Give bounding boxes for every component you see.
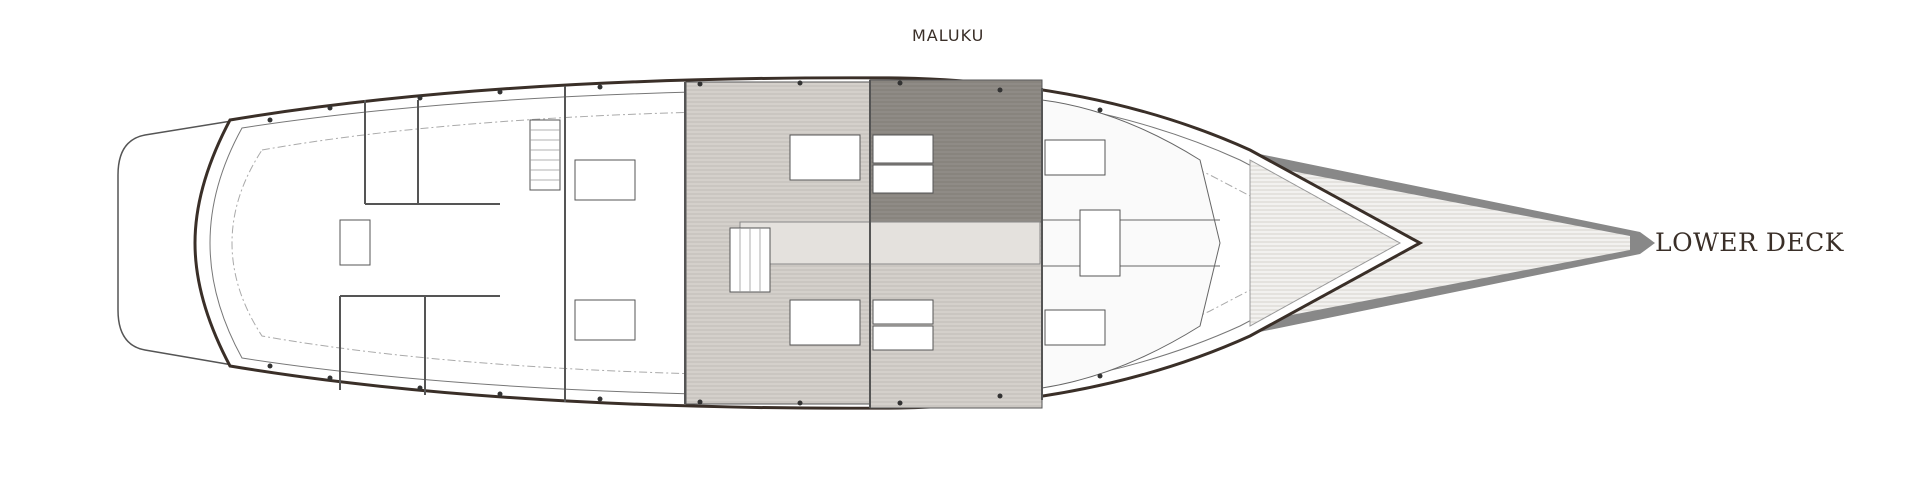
stern-platform [117, 117, 251, 369]
deck-label: LOWER DECK [1655, 228, 1844, 257]
staircase-aft [529, 119, 1121, 293]
master-cabin [869, 79, 1043, 223]
beds [339, 134, 1106, 351]
corridor [739, 221, 1041, 265]
vessel-name: MALUKU [912, 26, 985, 45]
